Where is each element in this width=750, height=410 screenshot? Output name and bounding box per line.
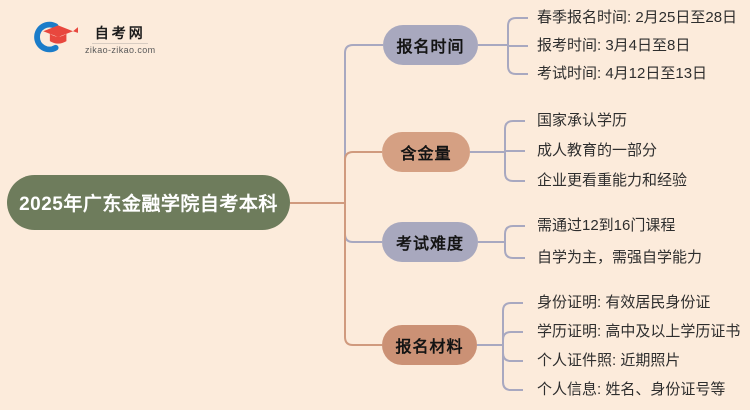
leaf-item: 个人信息: 姓名、身份证号等	[537, 381, 726, 398]
site-name: 自考网	[94, 24, 146, 41]
topic-node-value: 含金量	[382, 132, 470, 172]
child-connector	[507, 45, 528, 75]
topic-node-materials: 报名材料	[382, 325, 477, 365]
branch-line-value	[344, 151, 382, 203]
leaf-item: 需通过12到16门课程	[537, 217, 676, 234]
branch-line-materials	[344, 203, 382, 346]
leaf-item: 企业更看重能力和经验	[537, 172, 688, 189]
leaf-item: 报考时间: 3月4日至8日	[537, 37, 691, 54]
leaf-item: 春季报名时间: 2月25日至28日	[537, 9, 738, 26]
branch-line-registration-time	[344, 44, 383, 203]
child-connector	[502, 302, 523, 345]
child-connector	[502, 345, 523, 391]
site-logo[interactable]: 自考网 zikao-zikao.com	[30, 18, 156, 61]
topic-node-exam-difficulty: 考试难度	[382, 222, 478, 262]
logo-text-block: 自考网 zikao-zikao.com	[85, 25, 156, 55]
logo-divider	[92, 42, 149, 44]
branch-line-exam-difficulty	[344, 203, 382, 243]
topic-node-registration-time: 报名时间	[383, 25, 478, 65]
leaf-item: 自学为主，需强自学能力	[537, 249, 703, 266]
leaf-item: 学历证明: 高中及以上学历证书	[537, 323, 741, 340]
child-connector	[502, 345, 523, 362]
leaf-item: 成人教育的一部分	[537, 142, 658, 159]
child-connector	[502, 331, 523, 345]
leaf-item: 个人证件照: 近期照片	[537, 352, 681, 369]
site-domain: zikao-zikao.com	[85, 44, 156, 55]
child-connector	[504, 152, 525, 182]
child-connector	[507, 17, 528, 45]
child-connector	[504, 242, 525, 259]
root-node: 2025年广东金融学院自考本科	[7, 175, 290, 230]
child-connector	[504, 225, 525, 242]
child-connector	[504, 120, 525, 152]
leaf-item: 国家承认学历	[537, 112, 628, 129]
graduation-cap-icon	[30, 18, 78, 61]
leaf-item: 考试时间: 4月12日至13日	[537, 65, 708, 82]
leaf-item: 身份证明: 有效居民身份证	[537, 294, 711, 311]
